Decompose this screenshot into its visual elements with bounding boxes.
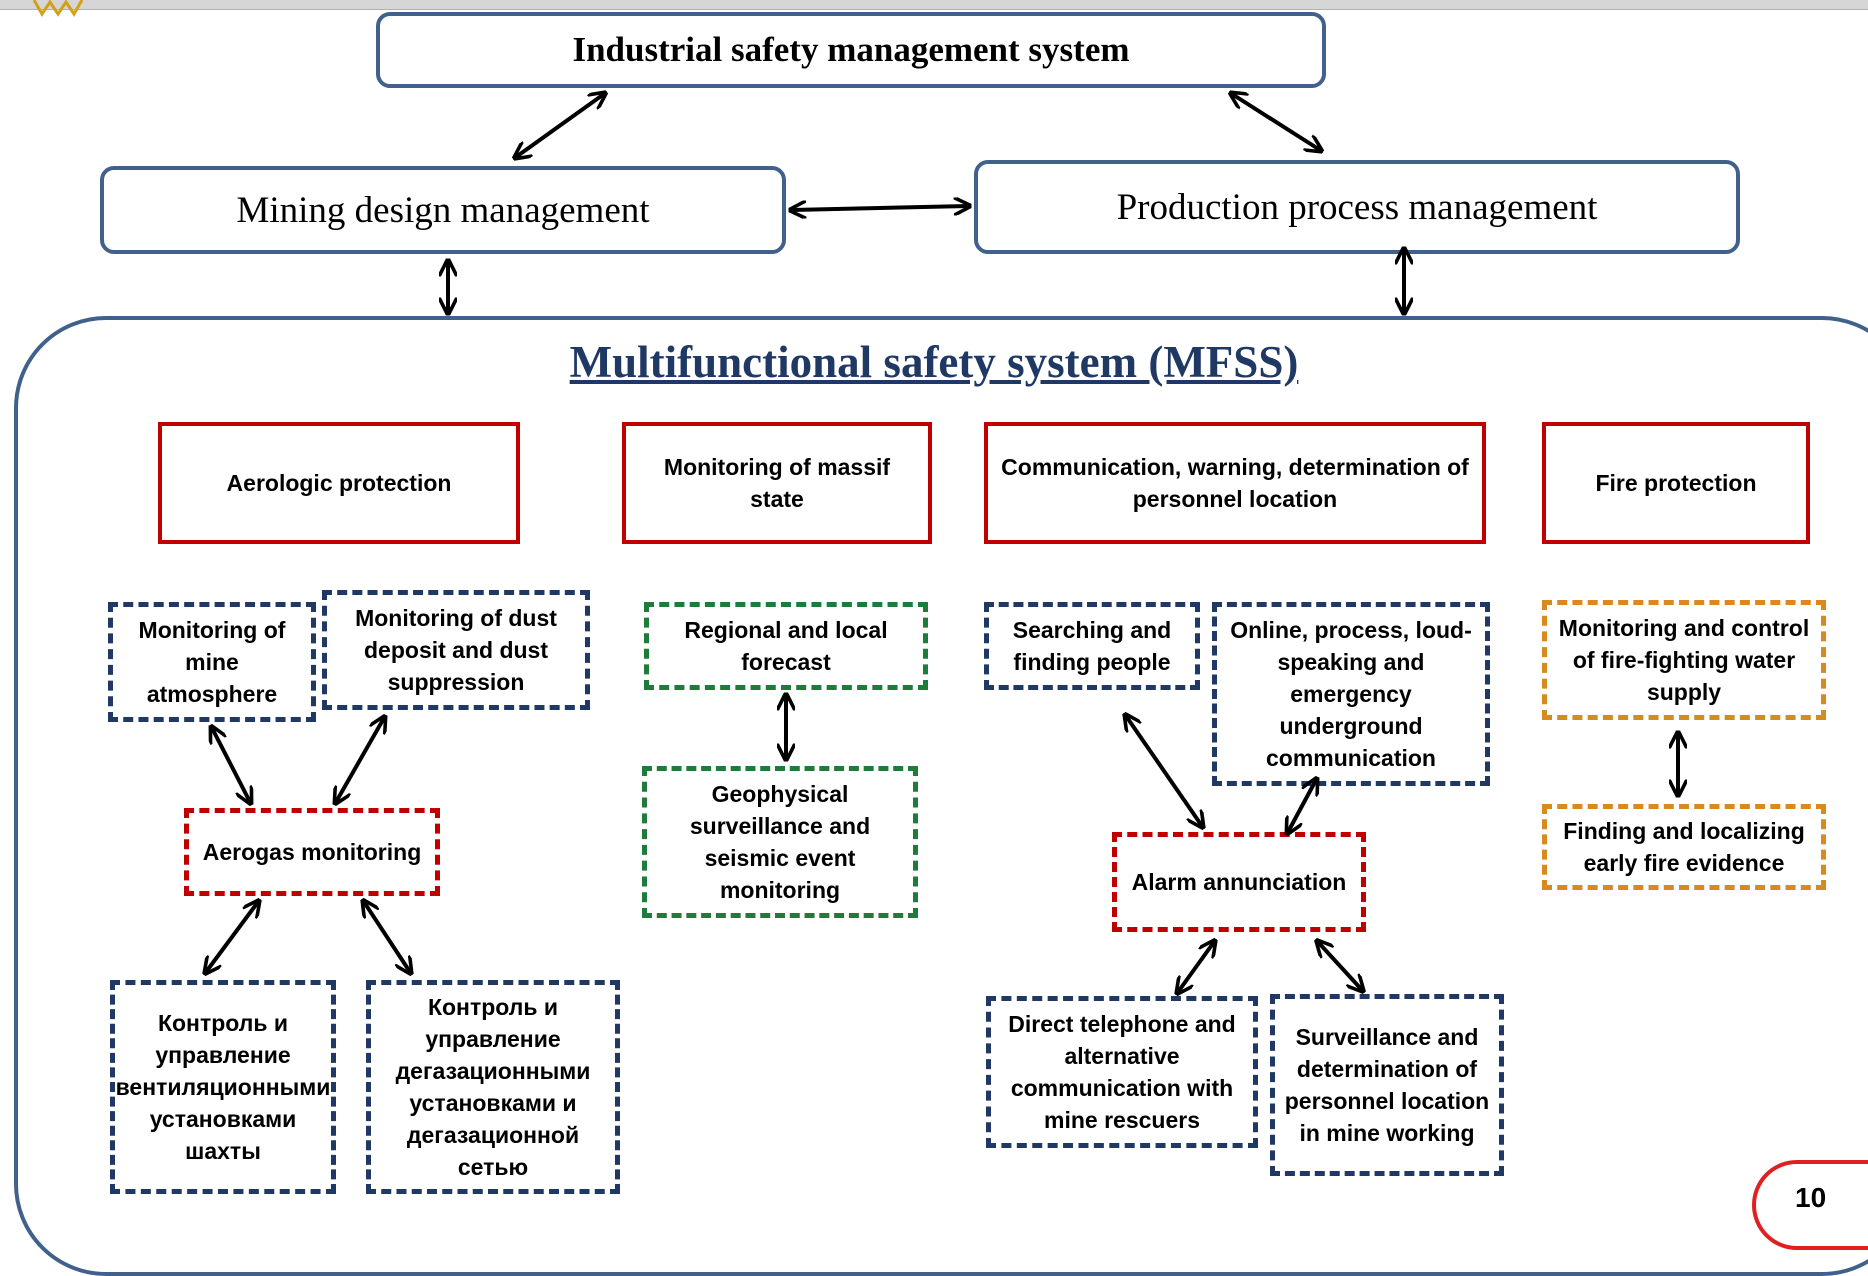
early-fire-label: Finding and localizing early fire eviden…: [1563, 818, 1805, 876]
arrow-industrial-production: [1232, 94, 1320, 150]
industrial-safety-label: Industrial safety management system: [572, 30, 1130, 69]
alarm-annunciation-box: Alarm annunciation: [1112, 832, 1366, 932]
searching-people-box: Searching and finding people: [984, 602, 1200, 690]
geophysical-box: Geophysical surveillance and seismic eve…: [642, 766, 918, 918]
mine-atmosphere-label: Monitoring of mine atmosphere: [138, 617, 286, 707]
dust-monitoring-label: Monitoring of dust deposit and dust supp…: [355, 605, 557, 695]
massif-monitoring-label: Monitoring of massif state: [663, 454, 891, 512]
top-bar: [0, 0, 1868, 10]
direct-telephone-label: Direct telephone and alternative communi…: [1008, 1011, 1236, 1133]
degassing-control-label: Контроль и управление дегазационными уст…: [395, 994, 591, 1180]
geophysical-label: Geophysical surveillance and seismic eve…: [689, 781, 871, 903]
mining-design-label: Mining design management: [236, 189, 650, 231]
industrial-safety-box: Industrial safety management system: [376, 12, 1326, 88]
massif-monitoring-box: Monitoring of massif state: [622, 422, 932, 544]
production-process-box: Production process management: [974, 160, 1740, 254]
arrow-industrial-mining: [516, 94, 604, 157]
arrow-alarm-surveillance: [1318, 942, 1362, 990]
ventilation-control-box: Контроль и управление вентиляционными ус…: [110, 980, 336, 1194]
mine-atmosphere-box: Monitoring of mine atmosphere: [108, 602, 316, 722]
searching-people-label: Searching and finding people: [1012, 617, 1172, 675]
arrow-mining-production: [792, 206, 968, 210]
arrow-atmosphere-aerogas: [212, 728, 250, 802]
emblem-logo: [32, 0, 84, 17]
degassing-control-box: Контроль и управление дегазационными уст…: [366, 980, 620, 1194]
personnel-surveillance-label: Surveillance and determination of person…: [1284, 1024, 1490, 1146]
ventilation-control-label: Контроль и управление вентиляционными ус…: [115, 1010, 331, 1164]
aerogas-monitoring-label: Aerogas monitoring: [202, 839, 422, 865]
fire-water-box: Monitoring and control of fire-fighting …: [1542, 600, 1826, 720]
mining-design-box: Mining design management: [100, 166, 786, 254]
production-process-label: Production process management: [1116, 186, 1598, 228]
fire-protection-box: Fire protection: [1542, 422, 1810, 544]
connector-arrows: [0, 0, 1868, 1206]
aerologic-protection-label: Aerologic protection: [226, 470, 452, 496]
forecast-label: Regional and local forecast: [684, 617, 888, 675]
arrow-aerogas-ventilation: [206, 902, 258, 972]
online-communication-label: Online, process, loud-speaking and emerg…: [1230, 617, 1472, 771]
aerogas-monitoring-box: Aerogas monitoring: [184, 808, 440, 896]
fire-protection-label: Fire protection: [1595, 470, 1757, 496]
communication-label: Communication, warning, determination of…: [1001, 454, 1469, 512]
personnel-surveillance-box: Surveillance and determination of person…: [1270, 994, 1504, 1176]
fire-water-label: Monitoring and control of fire-fighting …: [1558, 615, 1810, 705]
direct-telephone-box: Direct telephone and alternative communi…: [986, 996, 1258, 1148]
alarm-annunciation-label: Alarm annunciation: [1131, 869, 1347, 895]
arrow-dust-aerogas: [336, 718, 384, 802]
arrow-aerogas-degassing: [364, 902, 410, 972]
online-communication-box: Online, process, loud-speaking and emerg…: [1212, 602, 1490, 786]
communication-box: Communication, warning, determination of…: [984, 422, 1486, 544]
arrow-online-alarm: [1288, 780, 1316, 832]
early-fire-box: Finding and localizing early fire eviden…: [1542, 804, 1826, 890]
forecast-box: Regional and local forecast: [644, 602, 928, 690]
dust-monitoring-box: Monitoring of dust deposit and dust supp…: [322, 590, 590, 710]
arrow-alarm-telephone: [1178, 942, 1214, 992]
mfss-title: Multifunctional safety system (MFSS): [569, 337, 1299, 387]
aerologic-protection-box: Aerologic protection: [158, 422, 520, 544]
arrow-searching-alarm: [1126, 716, 1202, 826]
